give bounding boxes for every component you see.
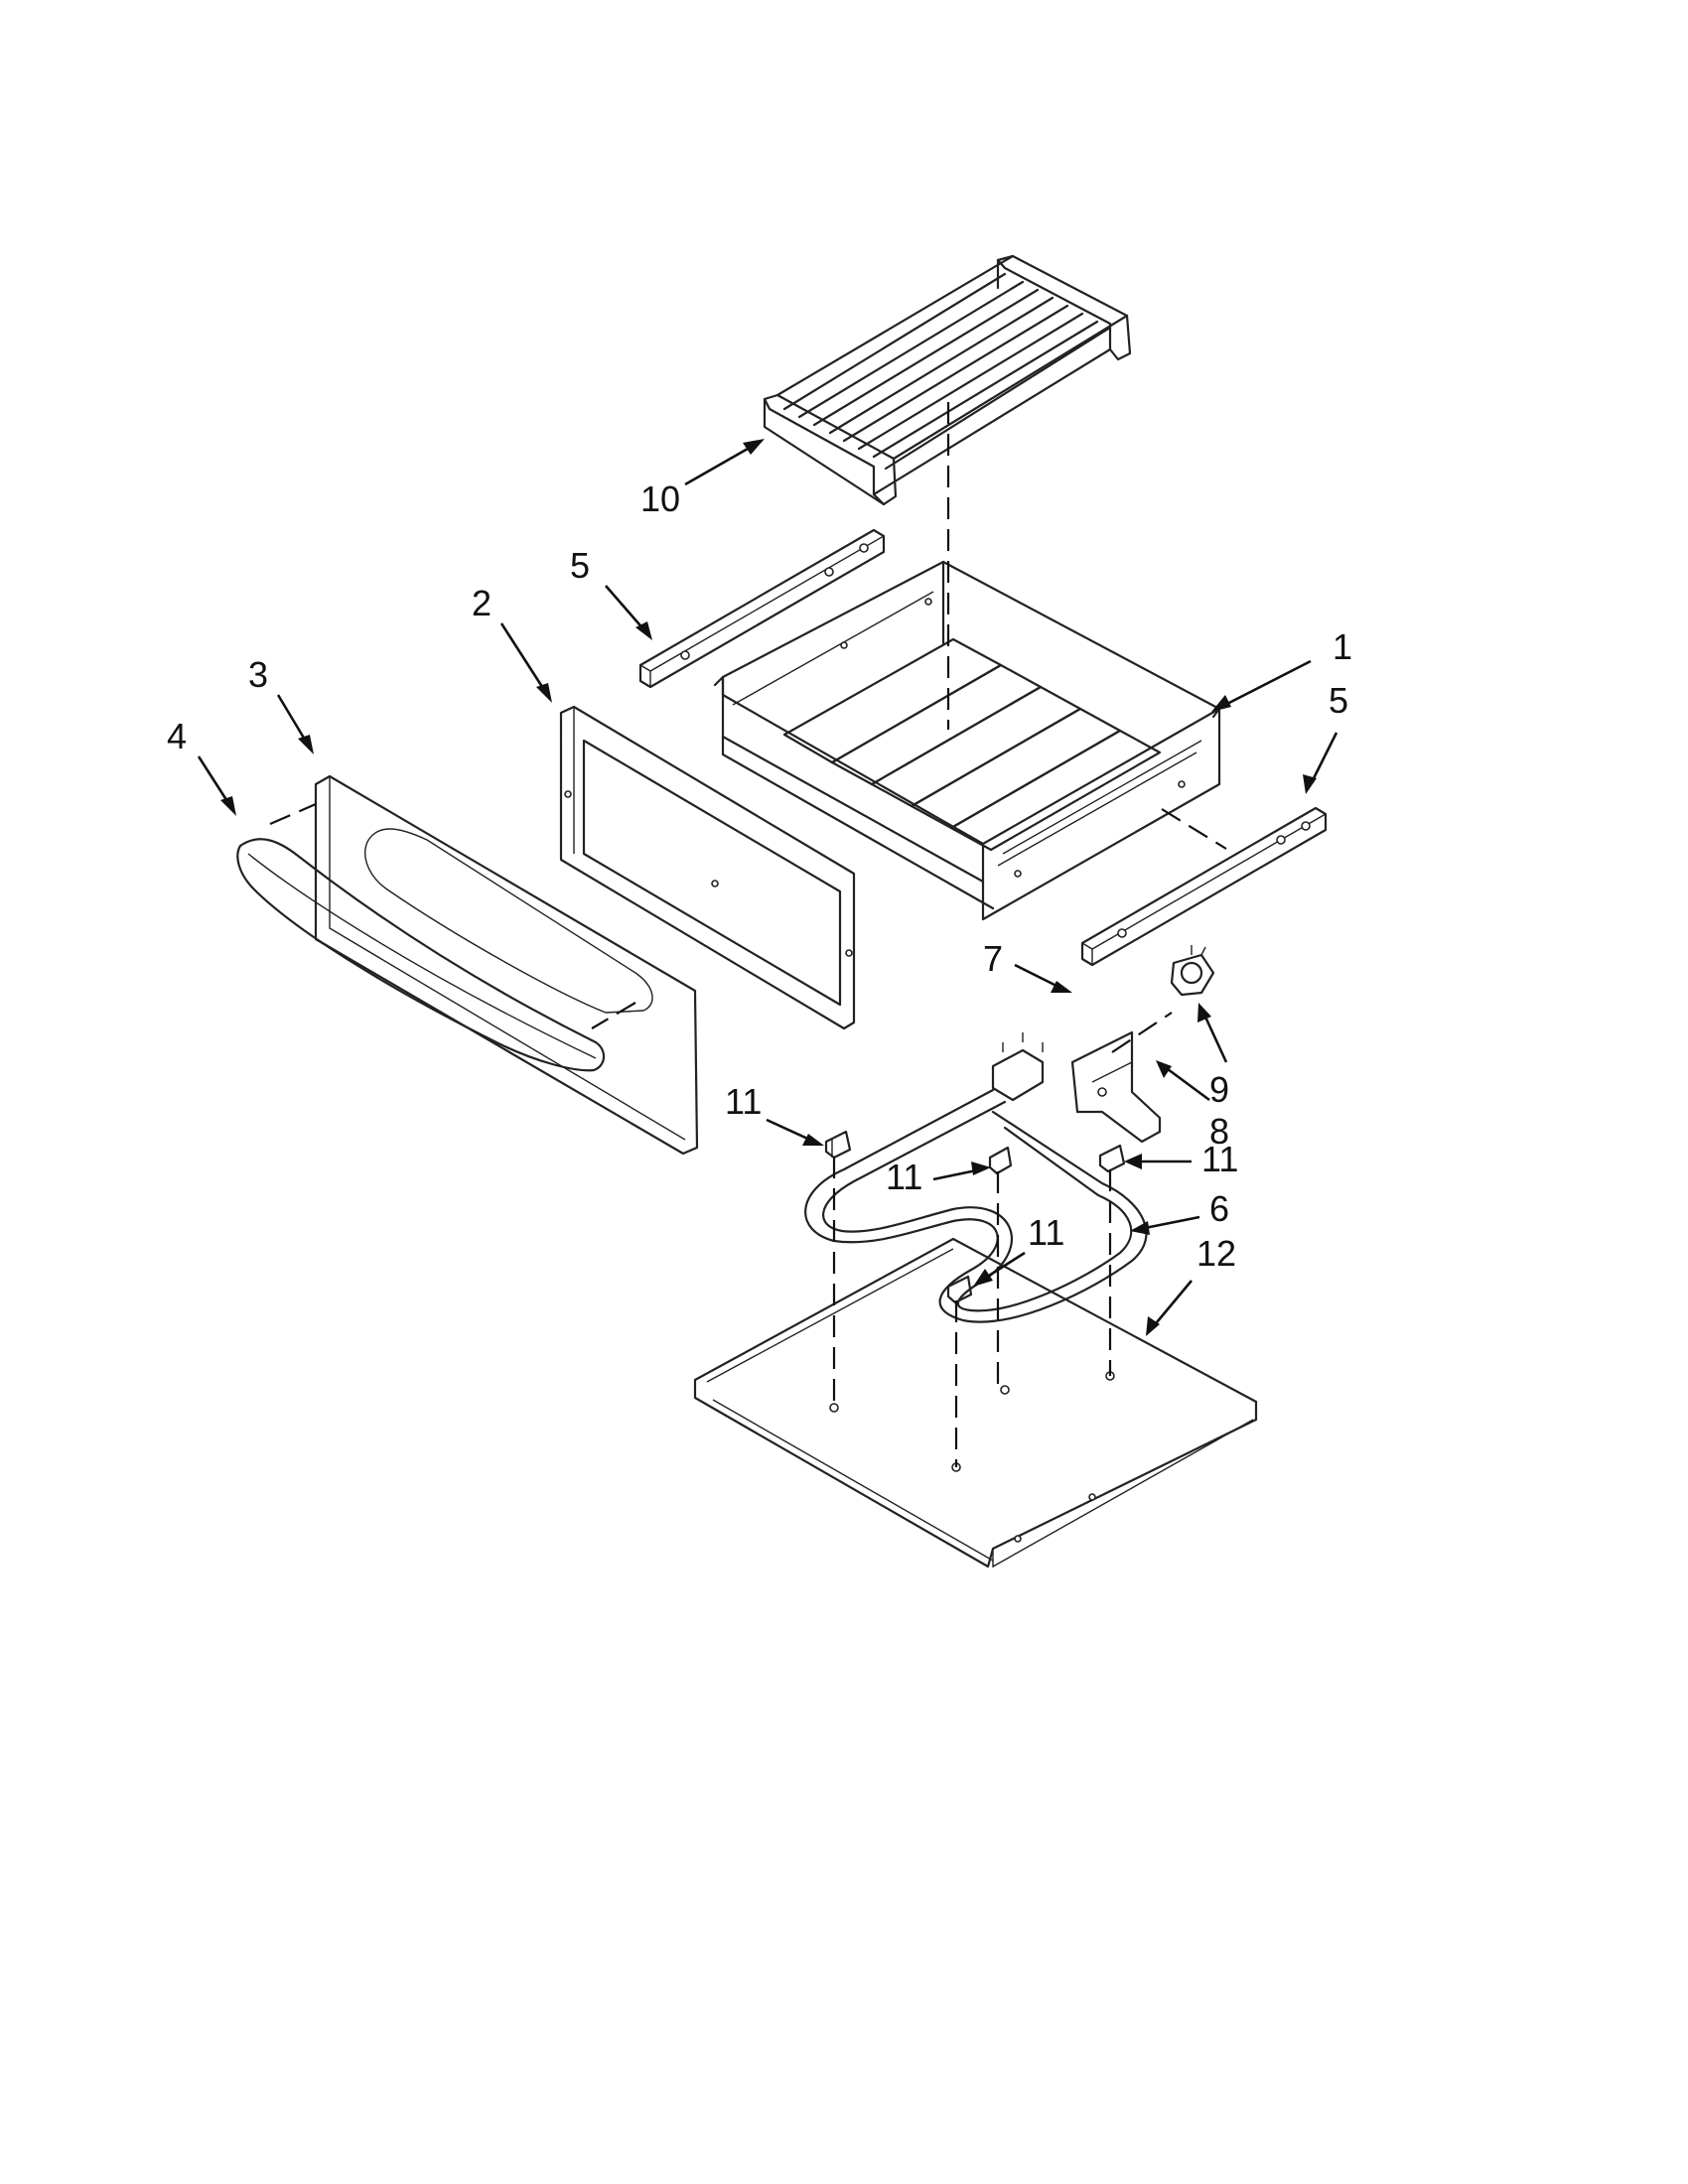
clip-c — [1098, 1144, 1126, 1173]
drawer-body-part — [713, 560, 1221, 921]
callout-12-label: 12 — [1196, 1233, 1236, 1274]
handle-part — [236, 838, 606, 1072]
callout-6-label: 6 — [1209, 1188, 1229, 1229]
slide-rail-left-part — [638, 528, 886, 689]
callout-11b-label: 11 — [886, 1157, 922, 1197]
rack-part — [763, 254, 1132, 506]
callout-3-label: 3 — [248, 654, 268, 695]
callout-9-label: 9 — [1209, 1069, 1229, 1110]
callout-11a-label: 11 — [725, 1081, 762, 1122]
heating-element-part — [804, 1032, 1148, 1323]
clip-d — [946, 1275, 973, 1304]
callout-4-label: 4 — [167, 716, 187, 756]
callout-2-label: 2 — [472, 583, 492, 623]
callout-1-label: 1 — [1333, 626, 1352, 667]
bracket-part — [1070, 1030, 1162, 1144]
callout-11c-label: 11 — [1201, 1139, 1238, 1179]
callout-labels: 10 5 2 3 4 1 5 7 9 8 11 11 11 11 6 12 — [167, 478, 1352, 1274]
slide-rail-right-part — [1080, 806, 1328, 967]
bottom-panel-part — [693, 1237, 1258, 1569]
inner-door-panel-part — [559, 705, 856, 1030]
callout-8-label: 8 — [1209, 1111, 1229, 1152]
callout-7-label: 7 — [983, 938, 1003, 979]
callout-5-right-label: 5 — [1329, 680, 1348, 721]
clip-b — [988, 1146, 1013, 1175]
leader-lines — [197, 439, 1338, 1336]
assembly-lines — [269, 402, 1227, 1467]
clip-a — [824, 1130, 852, 1160]
drawer-front-part — [314, 774, 699, 1156]
callout-10-label: 10 — [640, 478, 680, 519]
callout-5-left-label: 5 — [570, 545, 590, 586]
callout-11d-label: 11 — [1028, 1212, 1064, 1253]
thermostat-part — [1170, 945, 1215, 997]
